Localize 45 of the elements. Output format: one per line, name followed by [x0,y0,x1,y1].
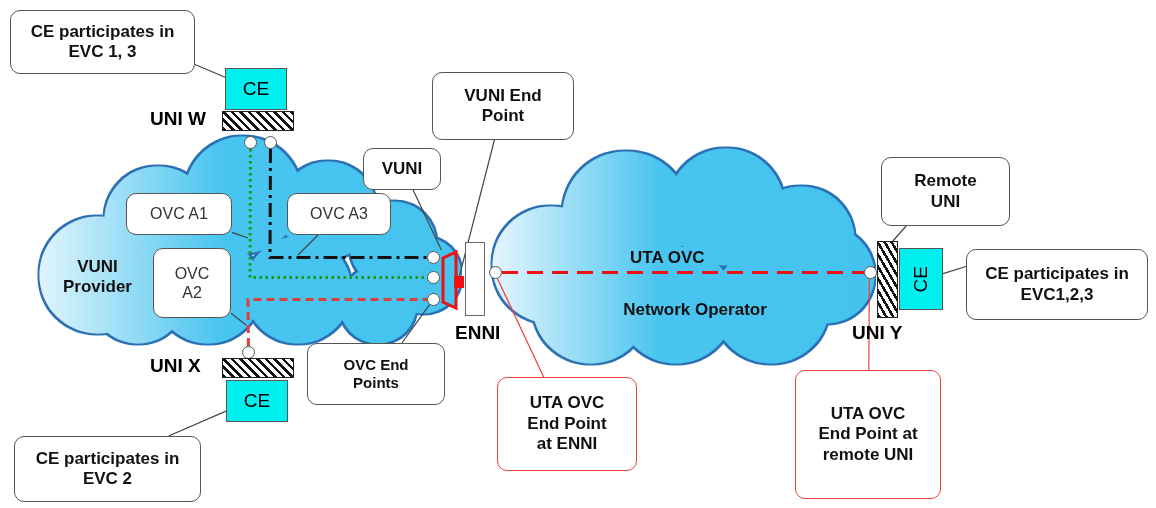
leader-line [458,139,495,277]
leader-line [412,189,442,251]
leader-line [942,265,967,275]
box-text: CE [910,265,932,293]
ce-box: CE [226,380,288,422]
callout-box: OVC A3 [287,193,391,235]
port-label: ENNI [455,322,501,344]
port-label: UNI W [150,108,206,130]
leader-line [230,312,247,326]
leader-line [868,278,870,371]
connector-square [454,276,464,288]
callout-box: OVC End Points [307,343,445,405]
port-label: UNI Y [852,322,903,344]
port-label: UNI X [150,355,201,377]
leader-line [168,410,227,437]
ovc-line [246,298,427,346]
callout-box: OVC A1 [126,193,232,235]
callout-box: OVC A2 [153,248,231,318]
callout-box: UTA OVC End Point at remote UNI [795,370,941,499]
port-box [465,242,485,316]
edge-label: UTA OVC [630,248,705,268]
callout-box: CE participates in EVC1,2,3 [966,249,1148,320]
port-bar [222,111,294,131]
leader-line [401,304,431,344]
cloud-label: Network Operator [622,300,768,320]
trapezoid-port [441,250,458,310]
port-bar [222,358,294,378]
callout-box: CE participates in EVC 2 [14,436,201,502]
leader-line [297,234,319,256]
leader-line [194,63,226,78]
leader-line [496,278,545,378]
callout-box: Remote UNI [881,157,1010,226]
ovc-line [268,149,427,259]
callout-box: VUNI End Point [432,72,574,140]
ce-box [899,248,943,310]
ovc-line [502,271,864,274]
ce-box: CE [225,68,287,110]
leader-line [231,231,249,239]
callout-box: CE participates in EVC 1, 3 [10,10,195,74]
cloud-label: VUNI Provider [62,257,133,297]
port-bar [877,241,898,318]
ovc-line [248,149,427,279]
leader-line [892,225,907,242]
callout-box: UTA OVC End Point at ENNI [497,377,637,471]
callout-box: VUNI [363,148,441,190]
